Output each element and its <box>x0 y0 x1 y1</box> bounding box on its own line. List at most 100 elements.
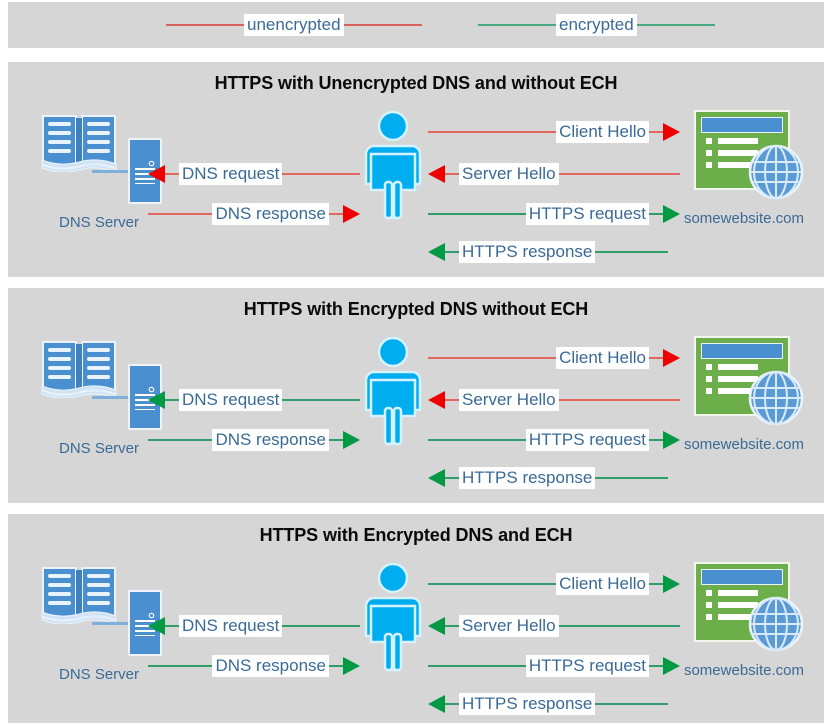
arrowhead-left-icon <box>428 695 445 713</box>
book-icon <box>41 341 117 399</box>
arrowhead-right-icon <box>343 205 360 223</box>
browser-title-bar <box>701 343 783 359</box>
flow-line-tail <box>595 477 668 479</box>
legend-line-encrypted-right <box>636 24 715 26</box>
flow-line-tail <box>148 665 213 667</box>
flow-line-tail <box>282 173 360 175</box>
flow-line-tail <box>428 357 557 359</box>
arrowhead-right-icon <box>663 123 680 141</box>
flow-line <box>165 173 179 175</box>
browser-content-list <box>706 138 758 174</box>
flow-line <box>165 625 179 627</box>
person-icon <box>364 336 422 446</box>
flow-line <box>445 625 459 627</box>
flow-label: DNS request <box>179 163 283 185</box>
flow-line-tail <box>148 439 213 441</box>
browser-title-bar <box>701 569 783 585</box>
flow-line-tail <box>428 665 526 667</box>
globe-icon-wrap <box>748 596 804 652</box>
flow-line <box>649 665 663 667</box>
flow-label: Server Hello <box>459 163 559 185</box>
flow-line <box>445 173 459 175</box>
flow-label: DNS request <box>179 389 283 411</box>
book-icon <box>41 115 117 173</box>
flow-client-hello: Client Hello <box>428 346 680 370</box>
arrowhead-right-icon <box>343 431 360 449</box>
dns-server-label: DNS Server <box>58 440 140 457</box>
flow-line <box>329 665 343 667</box>
flow-line-tail <box>428 583 557 585</box>
flow-line-tail <box>282 625 360 627</box>
legend-item-unencrypted: unencrypted <box>166 2 422 48</box>
flow-line <box>165 399 179 401</box>
flow-client-hello: Client Hello <box>428 120 680 144</box>
flow-line-tail <box>148 213 213 215</box>
flow-line-tail <box>428 213 526 215</box>
flow-client-hello: Client Hello <box>428 572 680 596</box>
legend-item-encrypted: encrypted <box>478 2 715 48</box>
arrowhead-left-icon <box>428 469 445 487</box>
flow-label: HTTPS request <box>525 203 649 225</box>
flow-line <box>649 583 663 585</box>
arrowhead-left-icon <box>428 617 445 635</box>
arrowhead-left-icon <box>428 391 445 409</box>
flow-server-hello: Server Hello <box>428 162 680 186</box>
flow-https-response: HTTPS response <box>428 240 668 264</box>
flow-line <box>329 213 343 215</box>
globe-icon-wrap <box>748 370 804 426</box>
browser-content-list <box>706 590 758 626</box>
flow-server-hello: Server Hello <box>428 614 680 638</box>
website-label: somewebsite.com <box>683 436 805 453</box>
globe-icon <box>748 596 804 652</box>
flow-line <box>649 357 663 359</box>
arrowhead-right-icon <box>343 657 360 675</box>
arrowhead-left-icon <box>148 165 165 183</box>
globe-icon-wrap <box>748 144 804 200</box>
panel-encrypted-dns: HTTPS with Encrypted DNS without ECH DNS… <box>8 288 824 503</box>
book-icon <box>41 567 117 625</box>
flow-line <box>649 131 663 133</box>
user-icon <box>360 110 426 220</box>
browser-title-bar <box>701 117 783 133</box>
server-cable <box>92 170 132 173</box>
flow-label: Server Hello <box>459 615 559 637</box>
flow-line-tail <box>428 439 526 441</box>
panel-title: HTTPS with Encrypted DNS without ECH <box>243 299 589 319</box>
arrowhead-right-icon <box>663 575 680 593</box>
flow-line <box>649 439 663 441</box>
arrowhead-right-icon <box>663 205 680 223</box>
flow-dns-request: DNS request <box>148 162 360 186</box>
book-icon-wrap <box>40 110 118 173</box>
dns-server-label: DNS Server <box>58 666 140 683</box>
person-icon <box>364 110 422 220</box>
website-icon <box>686 336 804 428</box>
flow-line-tail <box>282 399 360 401</box>
flow-label: Server Hello <box>459 389 559 411</box>
flow-line-tail <box>595 251 668 253</box>
server-cable <box>92 622 132 625</box>
flow-dns-response: DNS response <box>148 428 360 452</box>
flow-https-request: HTTPS request <box>428 428 680 452</box>
legend-panel: unencrypted encrypted <box>8 2 824 48</box>
flow-line <box>445 703 459 705</box>
website-label: somewebsite.com <box>683 210 805 227</box>
flow-label: HTTPS request <box>525 429 649 451</box>
flow-https-request: HTTPS request <box>428 654 680 678</box>
flow-label: Client Hello <box>556 347 649 369</box>
flow-line <box>649 213 663 215</box>
flow-label: DNS response <box>212 203 329 225</box>
arrowhead-left-icon <box>428 243 445 261</box>
legend-line-unencrypted <box>166 24 244 26</box>
panel-encrypted-dns-ech: HTTPS with Encrypted DNS and ECH DNS Ser… <box>8 514 824 723</box>
flow-label: Client Hello <box>556 121 649 143</box>
dns-server-label: DNS Server <box>58 214 140 231</box>
gear-icon-wrap <box>148 154 155 167</box>
arrowhead-left-icon <box>148 391 165 409</box>
arrowhead-right-icon <box>663 657 680 675</box>
flow-label: HTTPS response <box>459 241 596 263</box>
website-icon <box>686 110 804 202</box>
flow-label: HTTPS response <box>459 693 596 715</box>
gear-icon-wrap <box>148 380 155 393</box>
flow-label: Client Hello <box>556 573 649 595</box>
